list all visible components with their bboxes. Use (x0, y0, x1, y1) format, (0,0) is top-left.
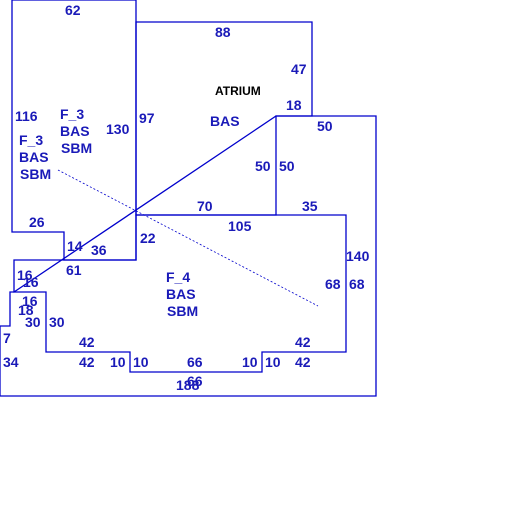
dim-140: 140 (346, 248, 370, 264)
f4-code: F_4 (166, 269, 191, 285)
f4-line2: BAS (166, 286, 196, 302)
dim-68-right: 68 (349, 276, 365, 292)
dim-188: 188 (176, 377, 200, 393)
dim-14: 14 (67, 238, 83, 254)
dim-22: 22 (140, 230, 156, 246)
dim-47: 47 (291, 61, 307, 77)
dim-10-d: 10 (265, 354, 281, 370)
f3-upper-code: F_3 (60, 106, 85, 122)
f4-area-outline (13, 214, 347, 373)
f3-lower-code: F_3 (19, 132, 44, 148)
dim-42-upper-right: 42 (295, 334, 311, 350)
dim-30-right: 30 (49, 314, 65, 330)
dim-16-c: 16 (22, 293, 38, 309)
f3-upper-line2: BAS (60, 123, 90, 139)
outer-perimeter-outline (0, 115, 377, 397)
f3-lower-line2: BAS (19, 149, 49, 165)
dim-62: 62 (65, 2, 81, 18)
dim-66-lower: 66 (187, 373, 203, 389)
f3-lower-area-label: F_3 BAS SBM (19, 132, 51, 183)
dim-36: 36 (91, 242, 107, 258)
f4-line3: SBM (167, 303, 199, 319)
atrium-line2: BAS (210, 113, 240, 129)
dim-42-lower-left: 42 (79, 354, 95, 370)
dim-18-left: 18 (18, 302, 34, 318)
dim-50-left: 50 (255, 158, 271, 174)
dim-16-b: 16 (23, 274, 39, 290)
dim-16-a: 16 (17, 267, 33, 283)
dim-97: 97 (139, 110, 155, 126)
dim-10-a: 10 (110, 354, 126, 370)
dim-7: 7 (3, 330, 11, 346)
dim-105: 105 (228, 218, 252, 234)
dim-18-atrium: 18 (286, 97, 302, 113)
dim-10-b: 10 (133, 354, 149, 370)
dim-116: 116 (15, 108, 38, 124)
dim-50-top: 50 (317, 118, 333, 134)
dim-66-upper: 66 (187, 354, 203, 370)
f3-lower-line3: SBM (20, 166, 52, 182)
dim-50-right: 50 (279, 158, 295, 174)
f4-area-label: F_4 BAS SBM (166, 269, 198, 320)
dim-61: 61 (66, 262, 82, 278)
f3-upper-area-label: F_3 BAS SBM (60, 106, 92, 157)
dim-88: 88 (215, 24, 231, 40)
dim-35: 35 (302, 198, 318, 214)
diagonal-guide-line (57, 169, 319, 307)
f3-upper-line3: SBM (61, 140, 93, 156)
dim-30-left: 30 (25, 314, 41, 330)
dim-130: 130 (106, 121, 130, 137)
dim-70: 70 (197, 198, 213, 214)
dim-42-upper-left: 42 (79, 334, 95, 350)
dim-10-c: 10 (242, 354, 258, 370)
atrium-title: ATRIUM (215, 84, 261, 98)
dim-26: 26 (29, 214, 45, 230)
dim-34: 34 (3, 354, 19, 370)
dim-42-lower-right: 42 (295, 354, 311, 370)
dim-68-left: 68 (325, 276, 341, 292)
